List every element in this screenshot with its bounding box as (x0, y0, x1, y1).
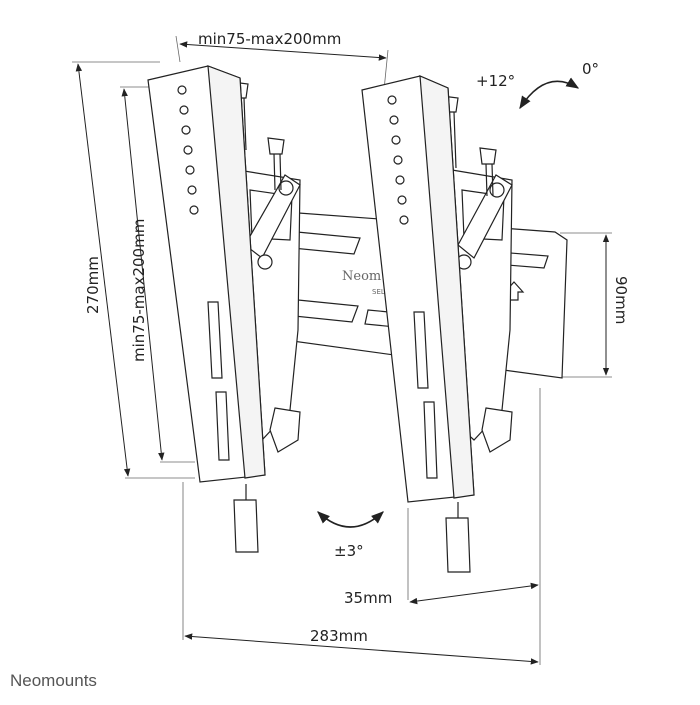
plate-brand-text: Neom (342, 269, 381, 284)
right-latch (445, 517, 471, 573)
tilt-zero-label: 0° (582, 60, 599, 78)
dim-width-range-line (179, 41, 387, 61)
depth-label: 35mm (344, 589, 392, 607)
dim-width-line (184, 633, 539, 665)
width-label: 283mm (310, 627, 368, 645)
extension-lines (72, 35, 612, 665)
dim-total-height-line (75, 63, 131, 477)
tilt-forward-label: +12° (476, 72, 515, 90)
height-range-label: min75-max200mm (130, 219, 148, 362)
plate-height-label: 90mm (612, 276, 630, 324)
left-bracket (147, 65, 301, 553)
right-screw-mid (479, 147, 497, 165)
swivel-label: ±3° (334, 542, 364, 560)
width-range-label: min75-max200mm (198, 30, 341, 48)
dim-depth-line (409, 582, 539, 605)
footer-brand-logo: Neomounts (10, 671, 97, 690)
dimension-lines (75, 41, 610, 665)
total-height-label: 270mm (84, 256, 102, 314)
dim-height-range-line (121, 88, 165, 461)
tilt-arrow (519, 77, 580, 110)
right-bracket (361, 75, 513, 573)
left-latch (233, 499, 259, 553)
left-screw-mid (267, 137, 285, 155)
plate-sub-text: SELE (372, 288, 389, 296)
swivel-arrow (317, 511, 384, 528)
